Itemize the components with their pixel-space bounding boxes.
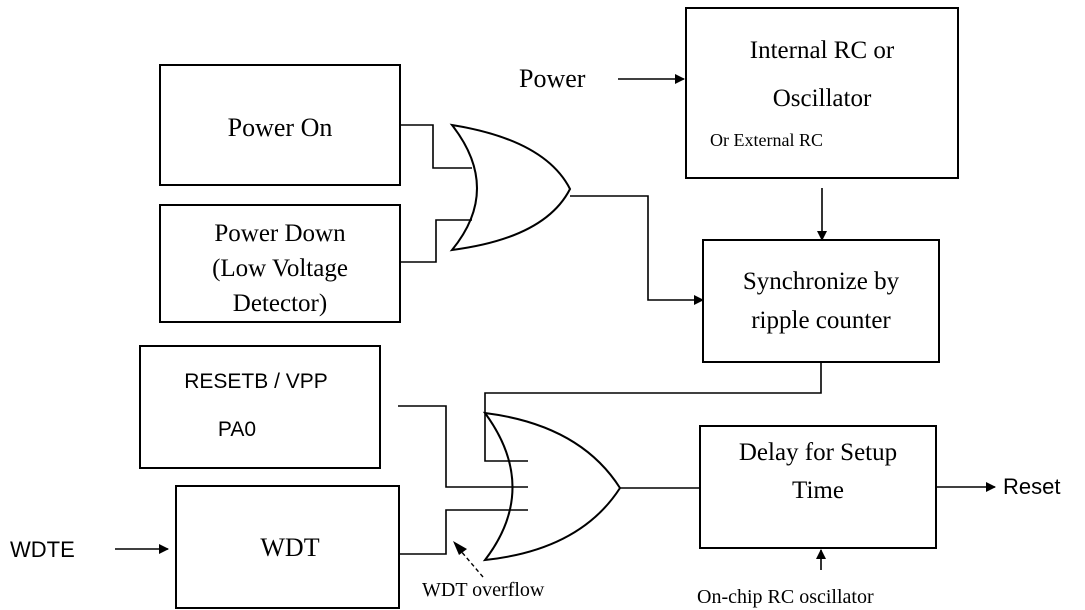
onchip-rc-input: On-chip RC oscillator	[697, 549, 874, 608]
reset-label: Reset	[1003, 474, 1060, 499]
power-down-label-1: Power Down	[214, 220, 346, 247]
wdt-label: WDT	[260, 533, 319, 562]
power-on-label: Power On	[228, 113, 333, 142]
wire-or-to-sync	[570, 195, 704, 305]
reset-output: Reset	[937, 474, 1060, 499]
delay-block: Delay for Setup Time	[699, 425, 937, 549]
wdt-overflow-annotation: WDT overflow	[422, 541, 545, 601]
onchip-rc-label: On-chip RC oscillator	[697, 586, 874, 608]
wdt-block: WDT	[175, 485, 400, 609]
wire-power-down-to-or	[400, 219, 472, 263]
wire-resetb-to-or	[398, 405, 528, 488]
power-on-block: Power On	[159, 64, 401, 186]
synchronize-block: Synchronize by ripple counter	[702, 239, 940, 363]
power-input: Power	[519, 64, 685, 93]
internal-rc-label-1: Internal RC or	[750, 37, 895, 64]
or-gate-top	[449, 123, 572, 252]
delay-label-1: Delay for Setup	[739, 439, 897, 466]
wire-power-on-to-or	[400, 124, 472, 169]
resetb-block: RESETB / VPP PA0	[139, 345, 381, 469]
internal-rc-block: Internal RC or Oscillator Or External RC	[685, 7, 959, 179]
wire-sync-to-or	[484, 362, 822, 462]
internal-rc-label-3: Or External RC	[710, 130, 823, 150]
wdte-input: WDTE	[10, 537, 169, 562]
wdte-label: WDTE	[10, 537, 75, 562]
power-down-block: Power Down (Low Voltage Detector)	[159, 204, 401, 323]
delay-label-2: Time	[792, 477, 844, 504]
internal-rc-label-2: Oscillator	[773, 85, 872, 112]
resetb-label: RESETB / VPP	[184, 370, 328, 393]
synchronize-label-2: ripple counter	[751, 307, 891, 334]
synchronize-label-1: Synchronize by	[743, 268, 900, 295]
or-gate-bottom	[482, 411, 622, 562]
wdt-overflow-label: WDT overflow	[422, 579, 545, 601]
power-down-label-2: (Low Voltage	[212, 255, 348, 282]
pa0-label: PA0	[218, 418, 256, 441]
wire-wdt-to-or	[399, 509, 528, 555]
power-label: Power	[519, 64, 586, 93]
power-down-label-3: Detector)	[233, 290, 327, 317]
